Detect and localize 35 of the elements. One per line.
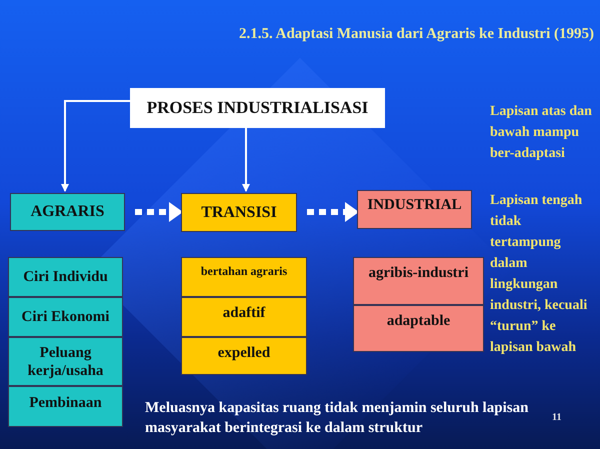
- node-text: PROSES INDUSTRIALISASI: [146, 98, 368, 118]
- node-text: Ciri Individu: [23, 268, 108, 286]
- stage-box: [10, 193, 125, 231]
- stage-box: [181, 193, 297, 232]
- node-text: expelled: [218, 344, 270, 362]
- process-box: [130, 88, 385, 128]
- node-text: adaptable: [386, 312, 450, 330]
- list-cell: [353, 305, 484, 352]
- node-text: TRANSISI: [201, 202, 277, 222]
- dotted-arrow: [307, 202, 359, 222]
- side-note: Lapisan tengah tidak tertampung dalam lingkungan industri, kecuali “turun” ke lapisan bawah: [490, 192, 588, 357]
- list-cell: [181, 297, 307, 337]
- list-cell: [8, 386, 123, 427]
- arrow: [242, 128, 250, 192]
- list-cell: [181, 257, 307, 297]
- stage-box: [357, 190, 472, 229]
- node-text: bertahan agraris: [200, 264, 288, 278]
- list-cell: [8, 337, 123, 386]
- arrow: [61, 100, 130, 192]
- node-text: Ciri Ekonomi: [22, 308, 110, 326]
- node-text: INDUSTRIAL: [367, 196, 462, 214]
- list-cell: [353, 257, 484, 305]
- list-cell: [8, 257, 123, 297]
- node-text: Pembinaan: [29, 394, 102, 412]
- node-text: agribis-industri: [368, 264, 469, 282]
- side-note: Lapisan atas dan bawah mampu ber-adaptasi: [490, 103, 593, 163]
- slide-title: 2.1.5. Adaptasi Manusia dari Agraris ke Industri (1995): [238, 26, 594, 43]
- footer-note: Meluasnya kapasitas ruang tidak menjamin seluruh lapisan masyarakat berintegrasi ke dalam struktur: [145, 399, 530, 438]
- list-cell: [181, 337, 307, 375]
- page-number: 11: [552, 412, 562, 424]
- list-cell: [8, 297, 123, 337]
- node-text: Peluang kerja/usaha: [26, 344, 104, 380]
- dotted-arrow: [135, 202, 183, 222]
- node-text: adaftif: [222, 304, 266, 322]
- node-text: AGRARIS: [30, 202, 104, 222]
